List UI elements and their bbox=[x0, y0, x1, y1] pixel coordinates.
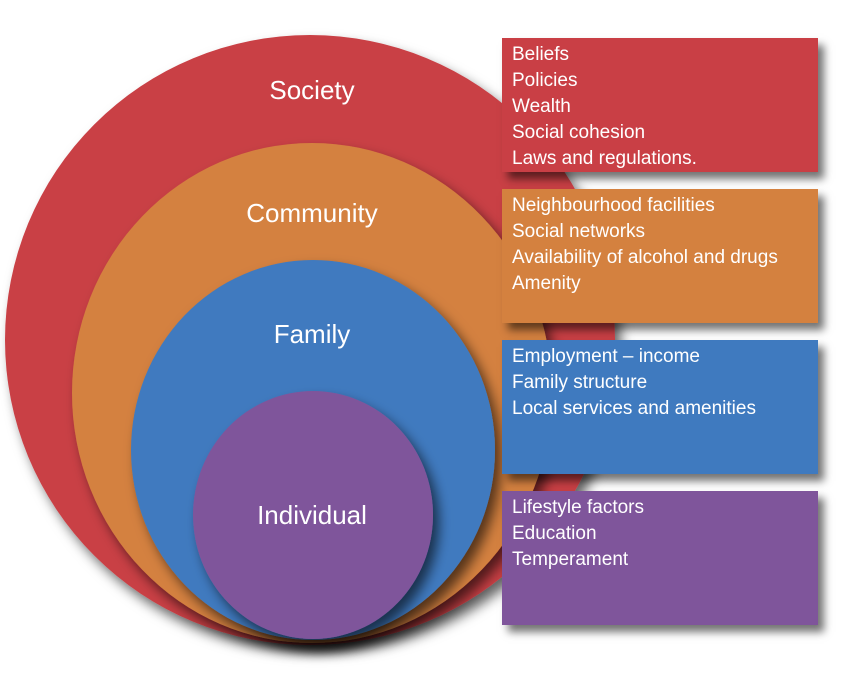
individual-circle bbox=[193, 391, 433, 639]
factor-item: Laws and regulations. bbox=[512, 148, 697, 169]
factor-item: Policies bbox=[512, 70, 578, 91]
family-label: Family bbox=[274, 319, 351, 349]
society-label: Society bbox=[269, 75, 354, 105]
factor-item: Lifestyle factors bbox=[512, 497, 644, 518]
factor-item: Availability of alcohol and drugs bbox=[512, 247, 778, 268]
factor-item: Temperament bbox=[512, 549, 629, 570]
factor-item: Social cohesion bbox=[512, 122, 646, 143]
factor-item: Beliefs bbox=[512, 44, 570, 65]
factor-item: Wealth bbox=[512, 96, 571, 117]
society-factors-box: Beliefs Policies Wealth Social cohesion … bbox=[502, 38, 818, 172]
individual-label: Individual bbox=[257, 500, 367, 530]
family-factors-box: Employment – income Family structure Loc… bbox=[502, 340, 818, 474]
community-label: Community bbox=[246, 198, 377, 228]
factor-item: Education bbox=[512, 523, 597, 544]
factor-item: Family structure bbox=[512, 372, 648, 393]
community-factors-box: Neighbourhood facilities Social networks… bbox=[502, 189, 818, 323]
factor-item: Local services and amenities bbox=[512, 398, 756, 419]
factor-item: Social networks bbox=[512, 221, 646, 242]
factor-item: Employment – income bbox=[512, 346, 700, 367]
factor-item: Amenity bbox=[512, 273, 581, 294]
individual-factors-box: Lifestyle factors Education Temperament bbox=[502, 491, 818, 625]
factor-item: Neighbourhood facilities bbox=[512, 195, 715, 216]
